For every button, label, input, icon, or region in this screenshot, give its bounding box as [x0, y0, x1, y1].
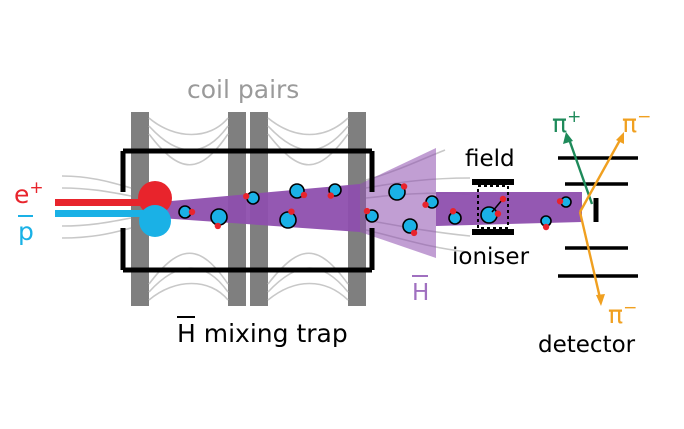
pi-minus-top-track [578, 139, 622, 213]
pi-minus-bottom-track [578, 211, 602, 299]
pi-minus-top-arrowhead [616, 132, 624, 144]
positron-dot [400, 183, 408, 190]
field-label: field [465, 146, 515, 172]
positron-label: e+ [14, 178, 44, 209]
positron-dot [422, 201, 429, 208]
antihydrogen-label: H [412, 280, 429, 306]
pi-minus-bottom-label: π− [608, 298, 637, 329]
positron-dot [288, 208, 295, 215]
positron-dot [243, 193, 250, 200]
coil-pairs-label: coil pairs [187, 75, 299, 104]
pi-plus-arrowhead [563, 132, 573, 144]
positron-dot [449, 208, 457, 215]
mixing-trap [120, 148, 375, 273]
mixing-trap-label: H mixing trap [177, 319, 348, 348]
antihydrogen-atom [210, 208, 228, 226]
positron-dot [494, 210, 502, 217]
positron-symbol: e [14, 180, 29, 209]
positron-dot [188, 208, 196, 216]
pi-plus-label: π+ [552, 107, 581, 138]
detector-label: detector [538, 332, 636, 358]
antihydrogen-atom [279, 211, 297, 229]
stripped-positron [499, 195, 507, 203]
pion-tracks [563, 132, 624, 306]
ioniser-label: ioniser [452, 244, 530, 270]
antihydrogen-atom [388, 183, 406, 201]
pi-minus-bottom-arrowhead [596, 294, 605, 306]
positron-dot [410, 229, 418, 237]
coil-bar-1 [131, 112, 149, 306]
pi-plus-track [567, 138, 594, 205]
antiproton-cloud [139, 205, 171, 237]
beam-trap-section [160, 184, 360, 232]
antihydrogen-atom [289, 183, 305, 199]
positron-dot [363, 207, 371, 215]
positron-dot [214, 222, 222, 230]
positron-dot [300, 191, 308, 199]
pi-minus-top-label: π− [622, 107, 651, 138]
positron-dot [327, 192, 334, 199]
positron-charge: + [29, 178, 43, 198]
antihydrogen-atoms [178, 183, 572, 237]
positron-beam [55, 199, 153, 206]
antihydrogen-atom [402, 218, 418, 234]
beam-cone [360, 148, 436, 258]
mixing-trap-symbol: H [177, 319, 196, 348]
positron-cloud [138, 181, 172, 215]
field-ioniser [472, 179, 514, 235]
positron-dot [556, 198, 564, 205]
antiproton-beam [55, 210, 153, 217]
positron-dot [542, 223, 550, 231]
ionisation-track [491, 199, 503, 213]
mixing-trap-text: mixing trap [196, 319, 348, 348]
incoming-beams [55, 181, 172, 237]
antiproton-label: p [18, 217, 34, 246]
